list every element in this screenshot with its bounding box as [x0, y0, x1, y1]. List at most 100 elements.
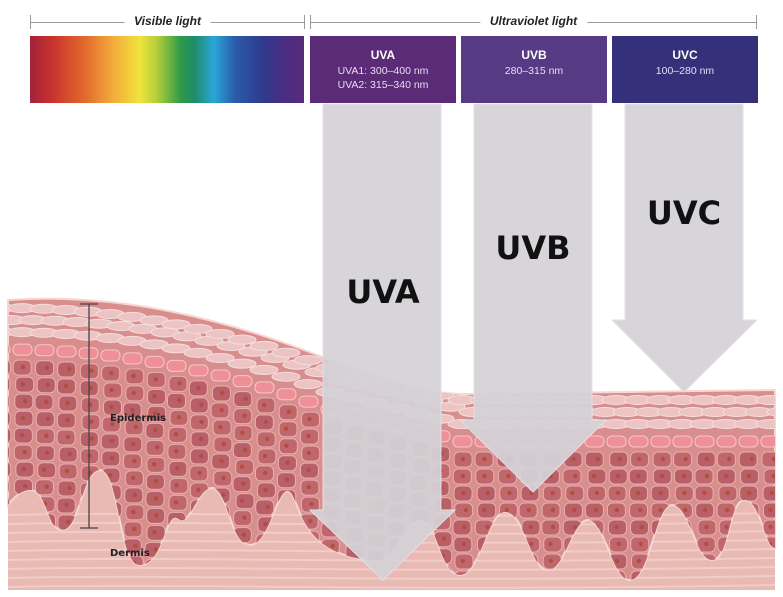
skin-cell	[227, 358, 257, 369]
cell-nucleus	[153, 377, 158, 382]
cell-nucleus	[0, 552, 3, 556]
dermis-fiber	[7, 584, 776, 589]
cell-nucleus	[284, 477, 290, 482]
skin-cell	[8, 478, 10, 495]
cell-nucleus	[198, 436, 204, 442]
skin-cell	[235, 493, 255, 510]
skin-cell	[766, 407, 775, 417]
cell-nucleus	[23, 483, 28, 489]
cell-nucleus	[133, 424, 139, 430]
cell-nucleus	[461, 541, 467, 547]
skin-cell	[8, 376, 11, 393]
cell-nucleus	[550, 593, 554, 597]
cell-nucleus	[507, 593, 511, 597]
cell-nucleus	[614, 593, 618, 597]
cell-nucleus	[218, 424, 223, 430]
skin-cell	[562, 468, 582, 485]
visible-spectrum-bar	[30, 36, 304, 103]
cell-nucleus	[725, 507, 730, 513]
skin-cell	[210, 369, 231, 382]
cell-nucleus	[461, 524, 467, 530]
cell-nucleus	[262, 470, 268, 476]
cell-nucleus	[749, 456, 755, 462]
cell-nucleus	[64, 468, 70, 474]
cell-nucleus	[264, 436, 270, 442]
cell-nucleus	[306, 433, 311, 439]
skin-cell	[271, 371, 301, 382]
skin-cell	[760, 435, 775, 448]
cell-nucleus	[309, 501, 314, 507]
cell-nucleus	[746, 490, 752, 496]
cell-nucleus	[482, 507, 487, 513]
cell-nucleus	[704, 473, 710, 479]
cell-nucleus	[460, 473, 466, 479]
skin-cell	[8, 410, 11, 427]
skin-cell	[738, 435, 759, 448]
skin-cell	[189, 414, 209, 431]
cell-nucleus	[89, 368, 94, 373]
cell-nucleus	[152, 462, 157, 467]
skin-cell	[650, 435, 671, 448]
cell-nucleus	[243, 396, 248, 401]
skin-cell	[452, 519, 472, 536]
skin-cell	[672, 435, 693, 448]
uvc-arrow-label: UVC	[647, 194, 721, 232]
cell-nucleus	[0, 518, 4, 522]
cell-nucleus	[462, 593, 466, 597]
skin-cell	[293, 355, 323, 366]
cell-nucleus	[89, 436, 95, 441]
skin-cell	[755, 395, 775, 405]
cell-nucleus	[483, 593, 487, 597]
cell-nucleus	[704, 524, 709, 530]
cell-nucleus	[44, 365, 49, 370]
cell-nucleus	[20, 415, 26, 421]
cell-nucleus	[197, 470, 202, 476]
visible-light-label: Visible light	[124, 14, 211, 28]
cell-nucleus	[108, 472, 113, 478]
cell-nucleus	[702, 507, 708, 513]
epidermis-label: Epidermis	[110, 413, 166, 424]
cell-nucleus	[242, 447, 248, 452]
cell-nucleus	[131, 441, 136, 447]
cell-nucleus	[660, 593, 664, 597]
skin-cell	[183, 347, 213, 358]
ultraviolet-light-bracket: Ultraviolet light	[310, 12, 757, 32]
cell-nucleus	[173, 432, 179, 437]
cell-nucleus	[88, 385, 94, 390]
cell-nucleus	[22, 449, 27, 455]
cell-nucleus	[21, 466, 26, 472]
cell-nucleus	[239, 464, 245, 469]
cell-nucleus	[0, 569, 3, 573]
cell-nucleus	[0, 365, 3, 369]
skin-cell	[276, 388, 297, 401]
cell-nucleus	[261, 402, 267, 408]
cell-nucleus	[130, 475, 136, 481]
cell-nucleus	[768, 524, 773, 530]
cell-nucleus	[573, 473, 578, 479]
cell-nucleus	[306, 467, 311, 473]
skin-cell	[762, 502, 775, 519]
cell-nucleus	[636, 558, 642, 564]
cell-nucleus	[659, 473, 665, 479]
skin-cell	[167, 392, 187, 409]
cell-nucleus	[572, 507, 577, 513]
skin-cell	[188, 364, 209, 377]
cell-nucleus	[177, 398, 182, 403]
cell-nucleus	[724, 524, 729, 530]
cell-nucleus	[306, 450, 312, 456]
cell-nucleus	[196, 385, 201, 391]
skin-cell	[37, 462, 57, 479]
cell-nucleus	[44, 433, 49, 438]
cell-nucleus	[109, 370, 114, 376]
cell-nucleus	[507, 490, 512, 496]
cell-nucleus	[0, 586, 4, 590]
skin-cell	[56, 345, 77, 358]
skin-cell	[738, 451, 758, 468]
skin-cell	[34, 394, 54, 411]
cell-nucleus	[639, 524, 644, 530]
cell-nucleus	[198, 453, 204, 459]
skin-cell	[584, 435, 605, 448]
cell-nucleus	[704, 541, 709, 547]
cell-nucleus	[265, 504, 270, 510]
cell-nucleus	[152, 394, 157, 399]
